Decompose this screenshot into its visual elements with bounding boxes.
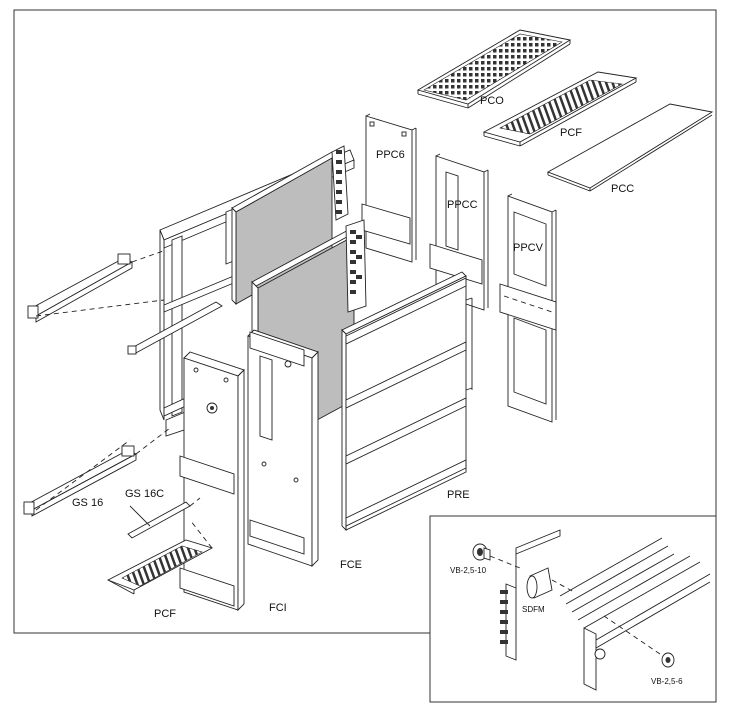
label-pcf-bottom: PCF: [154, 608, 176, 620]
part-pcf-top: [482, 71, 638, 147]
label-pcf-top: PCF: [560, 127, 582, 139]
rear-backplane: [231, 145, 349, 306]
label-gs16: GS 16: [72, 497, 103, 509]
part-pcc: [546, 103, 714, 192]
label-ppcc: PPCC: [447, 199, 478, 211]
part-labels: PCO PCF PCC PPC6 PPCC PPCV PRE GS 16 GS …: [72, 95, 634, 620]
part-pre: [341, 271, 473, 532]
inset-bracket: [500, 529, 561, 661]
part-pcf-bottom: [106, 539, 214, 595]
part-gs16-mid: [127, 301, 223, 355]
label-pco: PCO: [480, 95, 504, 107]
assembly-dashed-lines: [35, 249, 213, 549]
part-ppcc: [429, 153, 489, 311]
screw-vb-2-5-6: [603, 615, 675, 668]
label-ppc6: PPC6: [376, 149, 405, 161]
label-vb-2-5-10: VB-2,5-10: [450, 566, 487, 575]
label-vb-2-5-6: VB-2,5-6: [651, 677, 683, 686]
label-sdfm: SDFM: [522, 605, 545, 614]
part-gs16c: [127, 501, 191, 539]
label-fci: FCI: [269, 602, 287, 614]
front-connector-strip: [350, 230, 362, 294]
detail-inset: VB-2,5-10 SDFM VB-2,5-6: [429, 515, 717, 703]
part-ppcv: [499, 193, 557, 423]
label-pre: PRE: [447, 489, 470, 501]
part-fce: [247, 329, 319, 568]
part-gs16-upper: [27, 253, 133, 323]
rear-connector-strip: [336, 150, 342, 214]
label-gs16c: GS 16C: [125, 488, 164, 500]
outer-frame: [13, 9, 717, 634]
part-ppc6: [361, 113, 417, 263]
part-fci: [179, 351, 245, 612]
label-ppcv: PPCV: [513, 242, 544, 254]
screw-vb-2-5-10: [472, 543, 521, 569]
inset-rails: [559, 537, 711, 691]
inset-connector-teeth: [500, 590, 508, 644]
label-fce: FCE: [340, 559, 362, 571]
spacer-sdfm: [526, 567, 575, 599]
label-pcc: PCC: [611, 183, 634, 195]
part-pco: [416, 29, 572, 109]
